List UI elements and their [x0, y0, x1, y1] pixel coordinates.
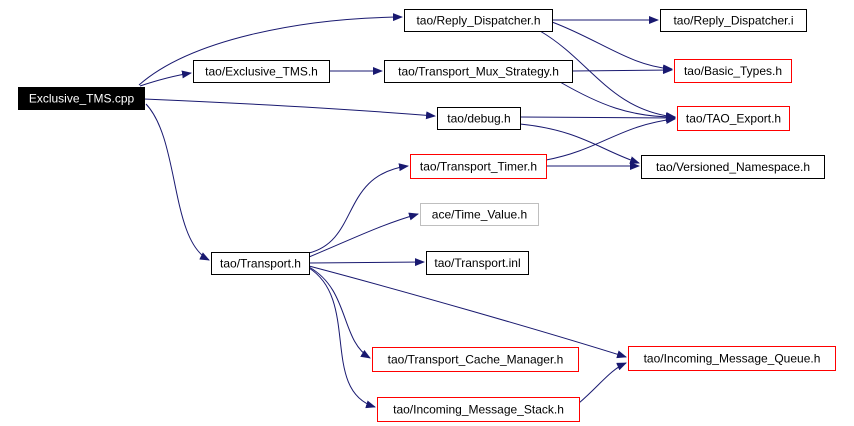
node-box	[18, 87, 145, 110]
edge-root-to-exclusive-tms-h	[139, 70, 192, 87]
edge-transport-mux-strategy-h-to-tao-export-h	[559, 81, 676, 121]
edge-reply-dispatcher-h-to-basic-types-h	[551, 21, 673, 73]
node-box	[404, 9, 553, 32]
node-root[interactable]: Exclusive_TMS.cpp	[18, 87, 145, 110]
node-label: tao/Transport_Timer.h	[420, 160, 537, 174]
edge-transport-h-to-incoming-message-stack-h	[308, 267, 376, 409]
node-transport-inl[interactable]: tao/Transport.inl	[426, 251, 529, 275]
node-label: tao/Incoming_Message_Stack.h	[393, 403, 564, 417]
node-label: tao/Transport.inl	[434, 256, 520, 270]
node-box	[674, 59, 792, 83]
edge-root-to-reply-dispatcher-h	[138, 13, 403, 86]
edge-transport-timer-h-to-tao-export-h	[545, 116, 676, 161]
edge-reply-dispatcher-h-to-tao-export-h	[539, 30, 676, 121]
node-debug-h[interactable]: tao/debug.h	[437, 107, 521, 130]
edge-root-to-transport-h	[145, 103, 210, 261]
node-box	[641, 155, 825, 179]
node-label: tao/Incoming_Message_Queue.h	[644, 352, 821, 366]
node-label: Exclusive_TMS.cpp	[29, 92, 135, 106]
edges	[138, 13, 676, 409]
node-box	[677, 106, 790, 131]
node-box	[420, 203, 539, 226]
edge-transport-h-to-transport-inl	[308, 258, 425, 267]
edge-debug-h-to-tao-export-h	[519, 113, 676, 122]
node-exclusive-tms-h[interactable]: tao/Exclusive_TMS.h	[193, 60, 330, 83]
edge-incoming-message-stack-h-to-incoming-message-queue-h	[578, 362, 627, 404]
node-transport-mux-strategy-h[interactable]: tao/Transport_Mux_Strategy.h	[384, 60, 573, 83]
node-label: tao/Reply_Dispatcher.h	[416, 14, 540, 28]
edge-transport-mux-strategy-h-to-basic-types-h	[571, 66, 673, 75]
node-time-value-h[interactable]: ace/Time_Value.h	[420, 203, 539, 226]
node-label: tao/Reply_Dispatcher.i	[673, 14, 793, 28]
node-transport-timer-h[interactable]: tao/Transport_Timer.h	[410, 154, 547, 179]
node-incoming-message-stack-h[interactable]: tao/Incoming_Message_Stack.h	[377, 397, 580, 422]
node-label: tao/Versioned_Namespace.h	[656, 160, 810, 174]
edge-transport-h-to-transport-cache-manager-h	[308, 266, 371, 359]
node-label: tao/Basic_Types.h	[684, 64, 782, 78]
edge-transport-h-to-transport-timer-h	[308, 163, 409, 254]
node-label: tao/TAO_Export.h	[686, 112, 781, 126]
node-reply-dispatcher-h[interactable]: tao/Reply_Dispatcher.h	[404, 9, 553, 32]
node-box	[193, 60, 330, 83]
edge-transport-h-to-incoming-message-queue-h	[308, 265, 627, 359]
edge-debug-h-to-versioned-namespace-h	[519, 123, 640, 164]
node-tao-export-h[interactable]: tao/TAO_Export.h	[677, 106, 790, 131]
node-box	[628, 346, 836, 371]
node-transport-cache-manager-h[interactable]: tao/Transport_Cache_Manager.h	[372, 347, 579, 372]
node-versioned-namespace-h[interactable]: tao/Versioned_Namespace.h	[641, 155, 825, 179]
edge-transport-h-to-time-value-h	[308, 212, 419, 258]
node-transport-h[interactable]: tao/Transport.h	[211, 252, 310, 275]
node-box	[211, 252, 310, 275]
node-label: ace/Time_Value.h	[432, 208, 527, 222]
node-box	[372, 347, 579, 372]
node-label: tao/debug.h	[447, 112, 510, 126]
node-box	[410, 154, 547, 179]
node-label: tao/Exclusive_TMS.h	[205, 65, 318, 79]
node-incoming-message-queue-h[interactable]: tao/Incoming_Message_Queue.h	[628, 346, 836, 371]
node-label: tao/Transport_Mux_Strategy.h	[398, 65, 559, 79]
node-reply-dispatcher-i[interactable]: tao/Reply_Dispatcher.i	[660, 9, 807, 32]
node-box	[377, 397, 580, 422]
node-box	[437, 107, 521, 130]
node-basic-types-h[interactable]: tao/Basic_Types.h	[674, 59, 792, 83]
node-box	[384, 60, 573, 83]
edge-root-to-debug-h	[143, 98, 436, 120]
node-box	[660, 9, 807, 32]
node-label: tao/Transport.h	[220, 257, 301, 271]
node-label: tao/Transport_Cache_Manager.h	[388, 353, 564, 367]
node-box	[426, 251, 529, 275]
